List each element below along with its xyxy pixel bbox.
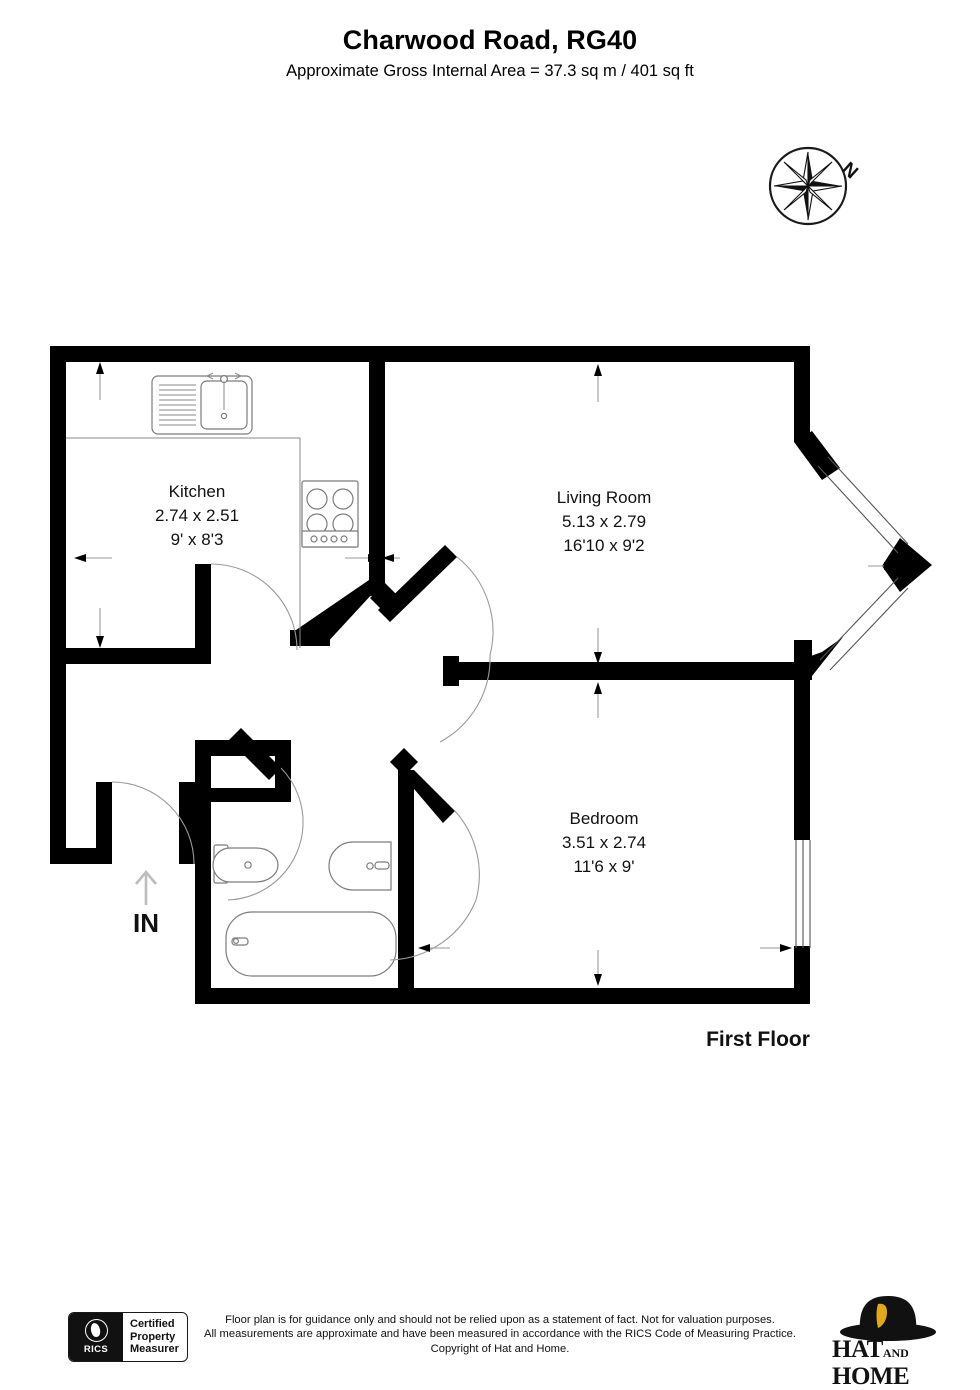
rics-line-2: Property <box>130 1330 176 1343</box>
washbasin-icon <box>328 841 392 891</box>
disclaimer-line-1: Floor plan is for guidance only and shou… <box>225 1314 775 1326</box>
bay-window <box>817 456 909 671</box>
entrance-marker: IN <box>133 869 159 938</box>
brand-and: AND <box>882 1346 909 1360</box>
disclaimer-line-2: All measurements are approximate and hav… <box>203 1328 796 1341</box>
page-title: Charwood Road, RG40 <box>342 25 638 55</box>
rics-wordmark: RICS <box>83 1343 109 1355</box>
rics-badge-text: Certified Property Measurer <box>123 1313 187 1361</box>
bedroom-name: Bedroom <box>570 809 639 828</box>
rics-line-1: Certified <box>130 1318 175 1331</box>
bathtub-icon <box>225 911 397 977</box>
brand-wordmark: HATAND HOME <box>828 1336 952 1390</box>
kitchen-metric: 2.74 x 2.51 <box>155 506 239 525</box>
rics-lion-icon <box>84 1319 108 1343</box>
hat-and-home-logo: HATAND HOME <box>828 1294 948 1389</box>
kitchen-name: Kitchen <box>169 482 226 501</box>
toilet-icon <box>212 844 279 884</box>
kitchen-hob-icon <box>301 480 359 548</box>
rics-logo-icon: RICS <box>69 1313 123 1361</box>
rics-certified-badge: RICS Certified Property Measurer <box>68 1312 188 1362</box>
floor-label: First Floor <box>706 1028 810 1051</box>
page-subtitle: Approximate Gross Internal Area = 37.3 s… <box>286 62 694 80</box>
entrance-label: IN <box>133 908 159 938</box>
bowler-hat-icon <box>840 1296 936 1341</box>
page-header: Charwood Road, RG40 Approximate Gross In… <box>0 24 980 82</box>
floorplan-canvas: N <box>50 146 932 1051</box>
compass-north-label: N <box>838 159 862 184</box>
dimension-markers <box>74 362 896 986</box>
compass-rose-icon: N <box>768 146 862 226</box>
brand-line-1: HAT <box>832 1336 883 1363</box>
page-footer: RICS Certified Property Measurer Floor p… <box>0 1290 980 1389</box>
bedroom-imperial: 11'6 x 9' <box>574 857 635 876</box>
room-label-bedroom: Bedroom 3.51 x 2.74 11'6 x 9' <box>562 809 646 876</box>
kitchen-sink-icon <box>151 372 253 435</box>
wall-structure <box>50 346 932 1004</box>
bedroom-window <box>795 840 811 948</box>
disclaimer-text: Floor plan is for guidance only and shou… <box>200 1313 800 1356</box>
bedroom-metric: 3.51 x 2.74 <box>562 833 646 852</box>
rics-line-3: Measurer <box>130 1343 179 1356</box>
living-room-imperial: 16'10 x 9'2 <box>563 536 644 555</box>
brand-line-2: HOME <box>832 1363 910 1390</box>
kitchen-imperial: 9' x 8'3 <box>171 530 224 549</box>
room-label-living-room: Living Room 5.13 x 2.79 16'10 x 9'2 <box>557 488 652 555</box>
door-swings <box>111 556 494 961</box>
room-label-kitchen: Kitchen 2.74 x 2.51 9' x 8'3 <box>155 482 239 549</box>
living-room-name: Living Room <box>557 488 652 507</box>
living-room-metric: 5.13 x 2.79 <box>562 512 646 531</box>
disclaimer-line-3: Copyright of Hat and Home. <box>430 1342 570 1355</box>
kitchen-counter <box>66 437 301 648</box>
